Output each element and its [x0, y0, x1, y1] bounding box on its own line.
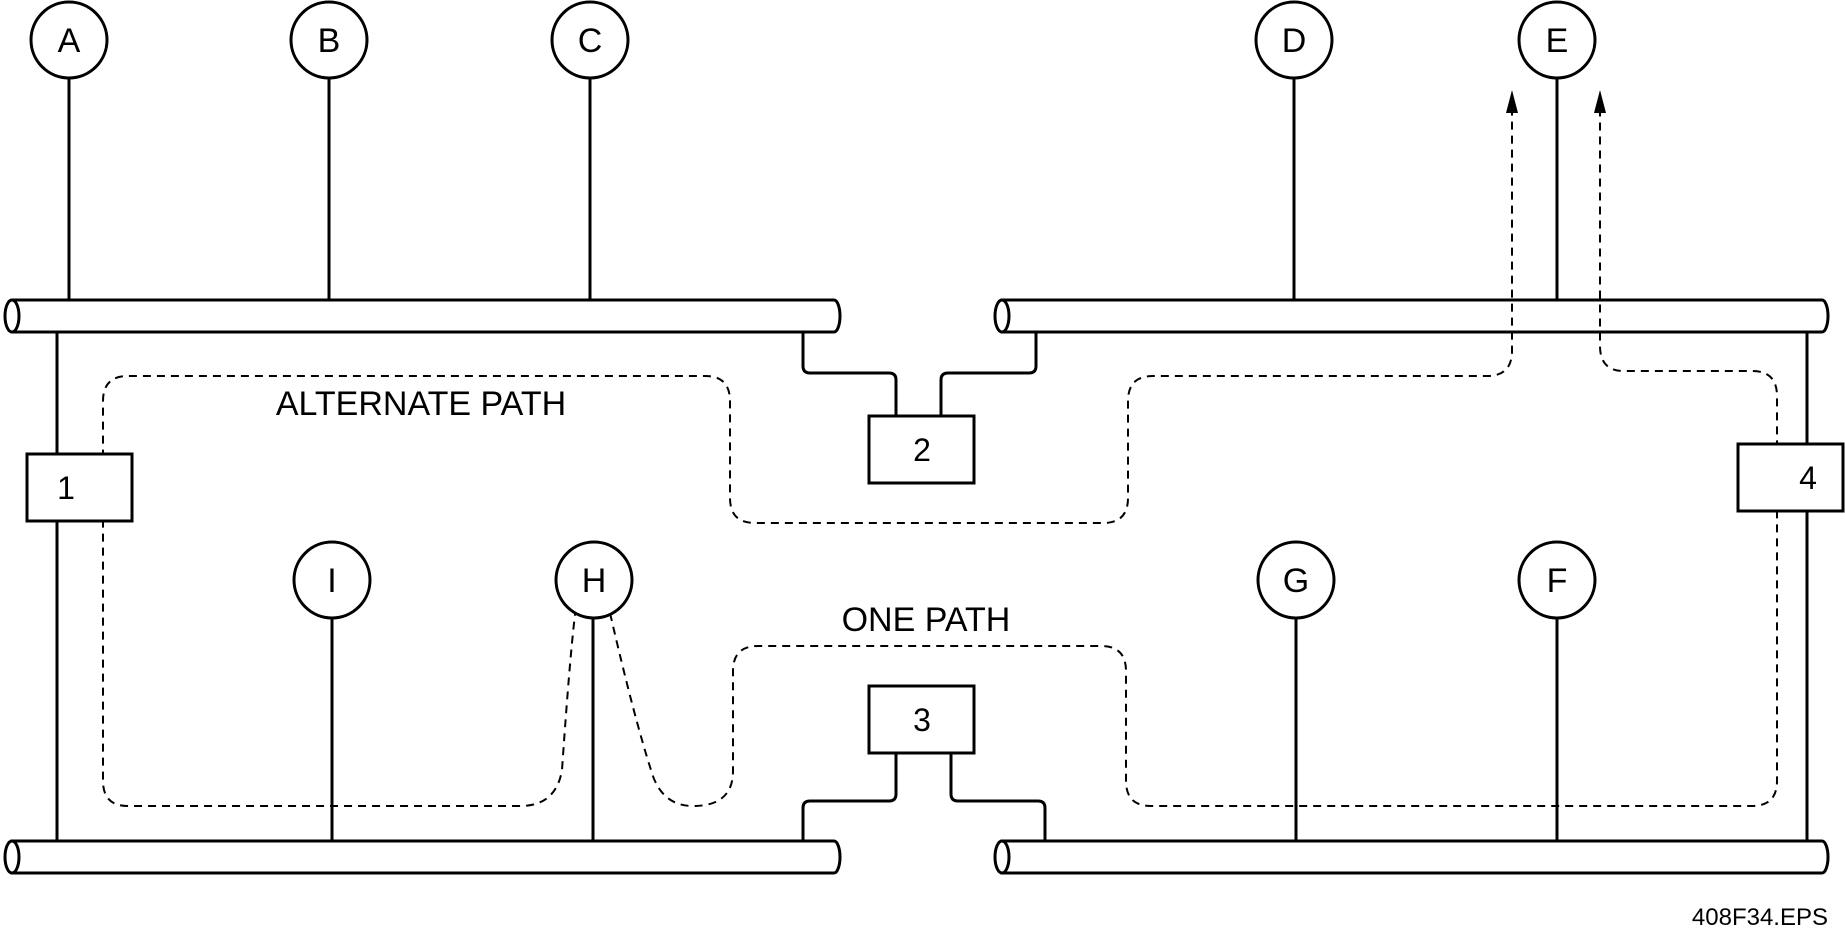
bridge-1: 1	[25, 452, 134, 523]
node-h: H	[554, 540, 634, 620]
bridge-4-label: 4	[1799, 460, 1817, 496]
bridge-3-connector-right	[949, 753, 1047, 841]
bridge-2-connector-right	[939, 332, 1038, 416]
file-name-label: 408F34.EPS	[1692, 904, 1828, 931]
bus-top-right	[993, 298, 1830, 334]
node-g: G	[1256, 540, 1336, 620]
node-a-label: A	[58, 22, 81, 60]
node-h-label: H	[582, 562, 607, 600]
alternate-path-arrowhead	[1506, 90, 1518, 113]
bus-top-left	[3, 298, 842, 334]
one-path-arrowhead	[1594, 90, 1606, 113]
node-a: A	[29, 0, 109, 80]
bridge-3-label: 3	[913, 702, 931, 738]
node-c: C	[550, 0, 630, 80]
one-path-label: ONE PATH	[842, 601, 1011, 639]
node-i-label: I	[327, 562, 336, 600]
node-f-label: F	[1547, 562, 1568, 600]
bridge-3-box	[867, 684, 976, 755]
bridge-3-connector-left	[801, 753, 898, 841]
alternate-path-line	[102, 100, 1513, 807]
node-e: E	[1517, 0, 1597, 80]
node-d: D	[1254, 0, 1334, 80]
node-d-label: D	[1282, 22, 1307, 60]
node-e-label: E	[1546, 22, 1569, 60]
node-g-label: G	[1283, 562, 1309, 600]
bridge-2-connector-left	[801, 332, 898, 416]
node-b-label: B	[318, 22, 341, 60]
node-b: B	[289, 0, 369, 80]
bridge-2-label: 2	[913, 432, 931, 468]
bridge-2: 2	[867, 414, 976, 485]
bridge-1-label: 1	[57, 470, 75, 506]
bus-bottom-left	[3, 839, 842, 875]
bridge-2-box	[867, 414, 976, 485]
one-path-line	[609, 100, 1778, 808]
alternate-path-label: ALTERNATE PATH	[276, 385, 566, 423]
bridge-3: 3	[867, 684, 976, 755]
bus-bottom-right	[993, 839, 1830, 875]
node-f: F	[1517, 540, 1597, 620]
node-i: I	[292, 540, 372, 620]
bridge-4: 4	[1736, 442, 1845, 513]
node-c-label: C	[578, 22, 603, 60]
bridge-1-box	[25, 452, 134, 523]
bridge-4-box	[1736, 442, 1845, 513]
